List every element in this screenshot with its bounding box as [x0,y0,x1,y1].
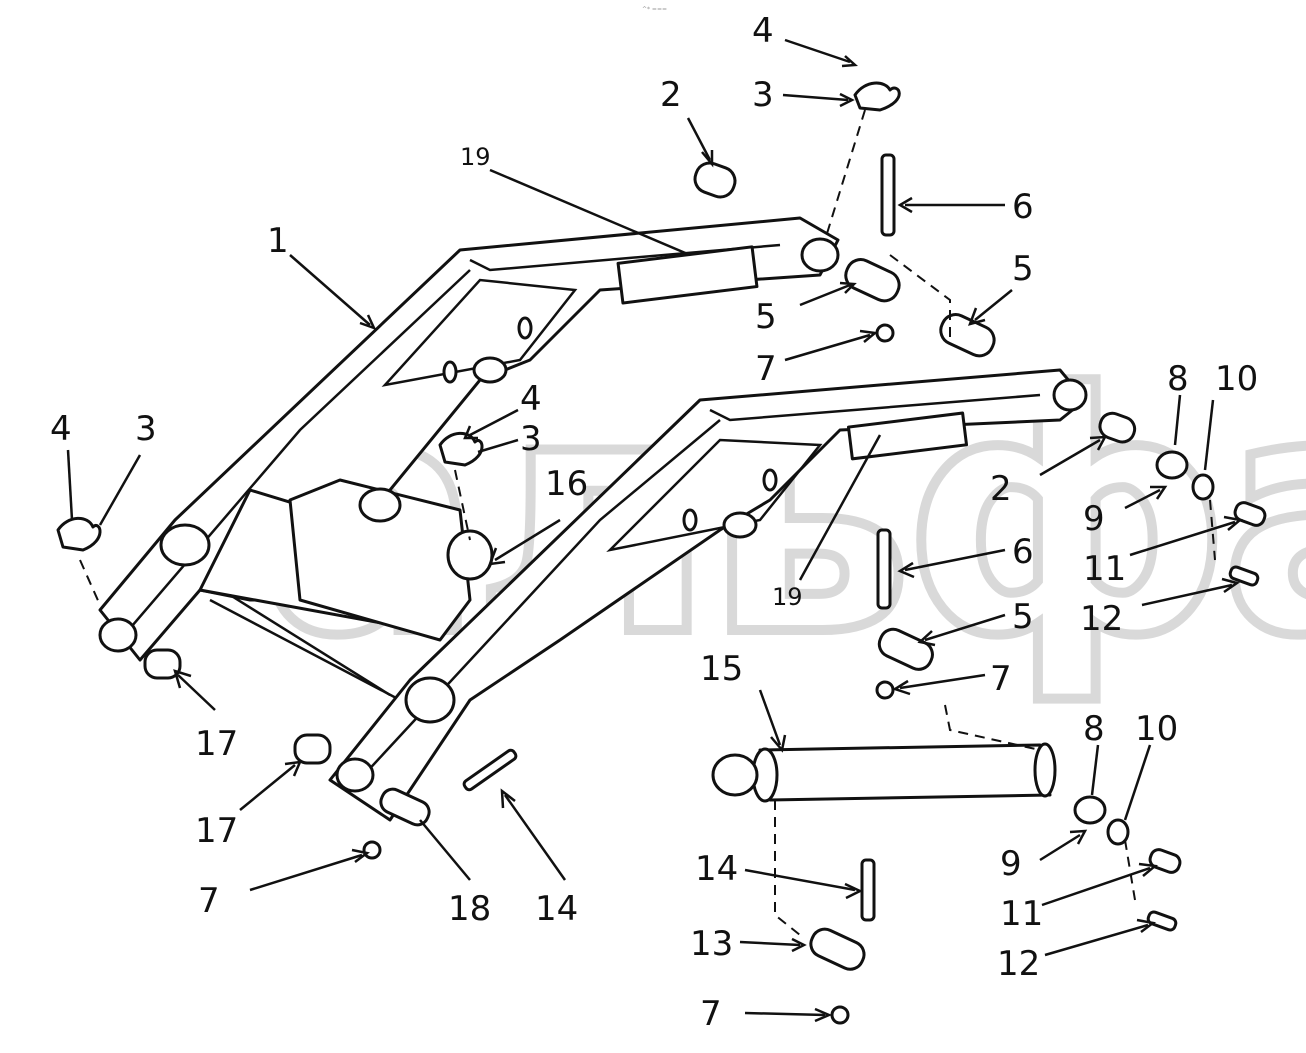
callout-11: 11 [1083,549,1126,589]
callout-19: 19 [460,143,491,171]
callout-2: 2 [990,469,1012,509]
callout-10: 10 [1135,709,1178,749]
callout-2: 2 [660,75,682,115]
callout-5: 5 [755,297,777,337]
callout-9: 9 [1083,499,1105,539]
cross-tube [198,478,494,702]
callout-4: 4 [752,11,774,51]
callout-7: 7 [198,881,220,921]
callout-4: 4 [520,379,542,419]
parts-drawing [56,81,1267,1025]
hardware [56,81,1267,1025]
callout-12: 12 [1080,599,1123,639]
callout-3: 3 [752,75,774,115]
callout-18: 18 [448,889,491,929]
callout-16: 16 [545,464,588,504]
leader-arrows [66,38,1243,1023]
callout-4: 4 [50,409,72,449]
callout-7: 7 [700,994,722,1034]
callout-3: 3 [520,419,542,459]
callout-19: 19 [772,583,803,611]
centerlines [79,109,1216,936]
callout-6: 6 [1012,187,1034,227]
callout-15: 15 [700,649,743,689]
header-mark: ^* === [642,6,667,13]
callout-17: 17 [195,811,238,851]
callout-11: 11 [1000,894,1043,934]
callout-7: 7 [990,659,1012,699]
callout-14: 14 [535,889,578,929]
callout-6: 6 [1012,532,1034,572]
callout-labels: 4 3 2 19 6 1 5 5 7 4 3 4 3 16 8 10 2 9 1… [50,11,1258,1034]
callout-7: 7 [755,349,777,389]
callout-8: 8 [1167,359,1189,399]
right-boom-arm [328,368,1088,822]
callout-3: 3 [135,409,157,449]
callout-10: 10 [1215,359,1258,399]
callout-13: 13 [690,924,733,964]
callout-5: 5 [1012,597,1034,637]
callout-14: 14 [695,849,738,889]
hydraulic-cylinder [711,742,1057,803]
callout-1: 1 [267,221,289,261]
callout-12: 12 [997,944,1040,984]
callout-17: 17 [195,724,238,764]
callout-9: 9 [1000,844,1022,884]
callout-5: 5 [1012,249,1034,289]
callout-8: 8 [1083,709,1105,749]
